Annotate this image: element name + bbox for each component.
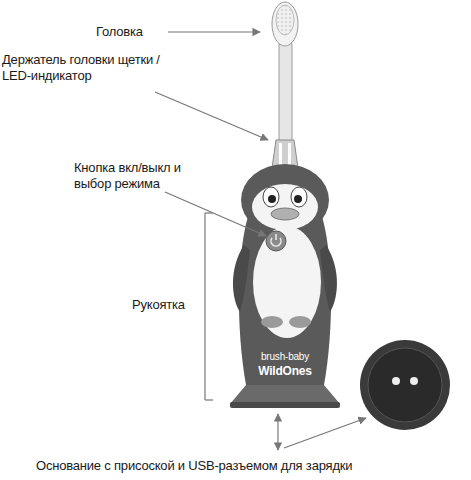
- handle-bracket: [205, 213, 213, 400]
- part-label: Кнопка вкл/выкл и выбор режима: [74, 160, 200, 192]
- charging-base: [360, 340, 450, 430]
- leader-lines: [155, 32, 366, 450]
- part-label: Головка: [96, 24, 143, 40]
- logo-text: brush-baby: [261, 350, 309, 363]
- part-label: Основание с присоской и USB-разъемом для…: [36, 458, 352, 474]
- brush-head: [272, 2, 298, 145]
- logo-text: WildOnes: [258, 364, 312, 379]
- part-label: Рукоятка: [132, 297, 185, 313]
- penguin-handle: [230, 164, 340, 408]
- part-label: Держатель головки щетки / LED-индикатор: [2, 52, 174, 84]
- head-holder: [272, 140, 298, 168]
